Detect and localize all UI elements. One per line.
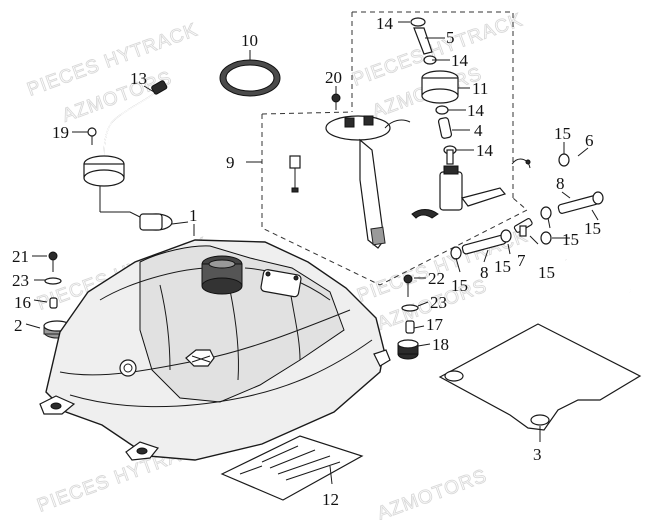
- callout-number: 8: [480, 263, 489, 282]
- callout-number: 2: [14, 316, 23, 335]
- spacer-icon: [405, 320, 415, 334]
- callout-number: 22: [428, 269, 445, 288]
- callout-number: 15: [584, 219, 601, 238]
- clamp-icon: [450, 153, 604, 260]
- fuel-filter-chain: [410, 17, 459, 165]
- callout-number: 7: [517, 251, 526, 270]
- bolt-icon: [48, 251, 58, 272]
- spacer-icon: [49, 297, 58, 309]
- callout-number: 12: [322, 490, 339, 509]
- fuel-hoses: [450, 153, 634, 296]
- callout-number: 14: [376, 14, 394, 33]
- callout-number: 23: [430, 293, 447, 312]
- sender-opening: [185, 349, 215, 367]
- fuel-tank: [39, 239, 391, 461]
- pump-body: [439, 165, 507, 211]
- callout-number: 14: [476, 141, 494, 160]
- mounting-tab-icon: [39, 349, 391, 461]
- callout-number: 20: [325, 68, 342, 87]
- bolt-icon: [403, 274, 413, 297]
- callout-number: 23: [12, 271, 29, 290]
- callout-number: 6: [585, 131, 594, 150]
- callout-number: 21: [12, 247, 29, 266]
- fuel-level-sender: [83, 80, 173, 231]
- pump-mounting-plate: [260, 269, 302, 298]
- t-connector-icon: [513, 218, 533, 237]
- callout-number: 19: [52, 123, 69, 142]
- callout-number: 16: [14, 293, 31, 312]
- screw-icon: [87, 127, 97, 145]
- callout-number: 5: [446, 28, 455, 47]
- callout-number: 10: [241, 31, 258, 50]
- washer-icon: [44, 277, 62, 285]
- callout-number: 8: [556, 174, 565, 193]
- callout-number: 13: [130, 69, 147, 88]
- callout-number: 15: [562, 230, 579, 249]
- washer-icon: [401, 304, 419, 312]
- callout-labels: 14 5 10 14 20 11 13 14 19 4 15 6 14 9 8 …: [12, 14, 601, 509]
- leader-lines: [25, 21, 599, 485]
- assembly-outline: [261, 11, 528, 286]
- callout-number: 14: [467, 101, 485, 120]
- callout-number: 15: [554, 124, 571, 143]
- bolt-icon: [331, 93, 341, 110]
- heat-shield-sheet: [438, 323, 642, 431]
- callout-number: 15: [451, 276, 468, 295]
- callout-number: 1: [189, 206, 198, 225]
- clip-icon: [511, 158, 531, 169]
- sensor-probe-icon: [289, 155, 301, 193]
- grommet-icon: [397, 339, 419, 360]
- callout-number: 3: [533, 445, 542, 464]
- callout-number: 17: [426, 315, 444, 334]
- filler-neck: [201, 255, 243, 295]
- callout-number: 15: [494, 257, 511, 276]
- fuel-pump-assembly: [289, 115, 531, 249]
- callout-number: 14: [451, 51, 469, 70]
- callout-number: 15: [538, 263, 555, 282]
- callout-number: 9: [226, 153, 235, 172]
- watermark-text: AZMOTORS: [375, 466, 491, 520]
- warning-label-sticker: [220, 435, 364, 501]
- callout-number: 11: [472, 79, 488, 98]
- callout-number: 4: [474, 121, 483, 140]
- callout-number: 18: [432, 335, 449, 354]
